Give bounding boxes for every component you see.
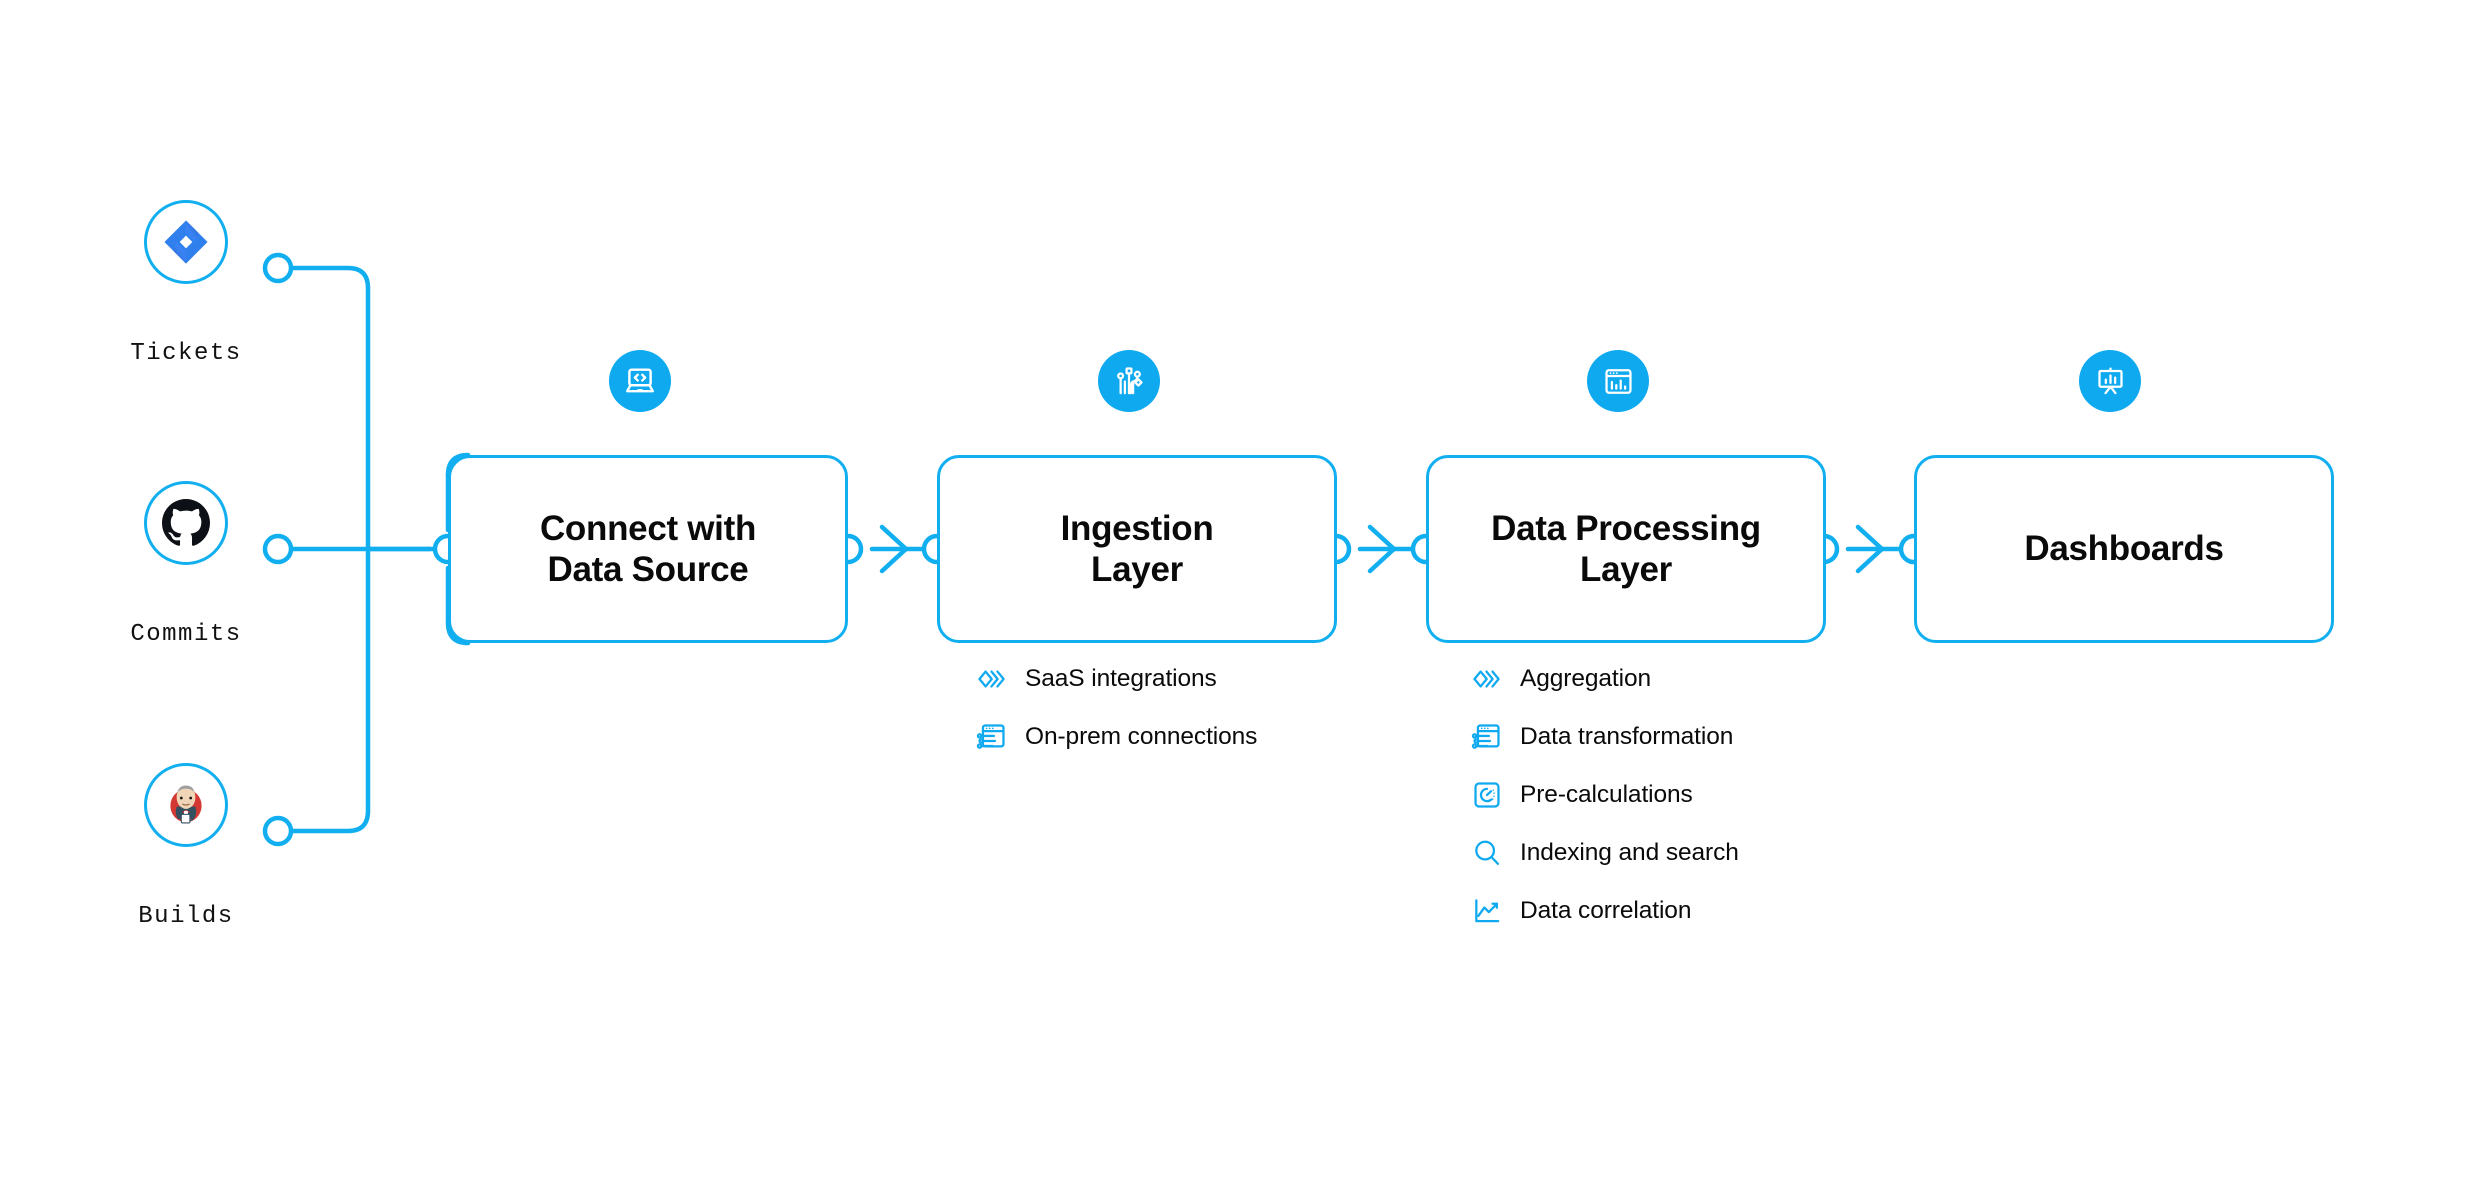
stage-badge-ingestion <box>1098 350 1160 412</box>
window-sliders-icon <box>1470 720 1504 754</box>
source-circle-tickets <box>144 200 228 284</box>
line-chart-icon <box>1470 894 1504 928</box>
stacked-chevrons-icon <box>1470 662 1504 696</box>
source-circle-builds <box>144 763 228 847</box>
feature-label: On-prem connections <box>1025 723 1258 750</box>
feature-label: Indexing and search <box>1520 839 1739 866</box>
feature-label: Aggregation <box>1520 665 1652 692</box>
window-barchart-icon <box>1604 368 1632 394</box>
feature-item: SaaS integrations <box>975 656 1257 702</box>
stage-title-ingestion: Ingestion Layer <box>1060 508 1214 589</box>
gauge-square-icon <box>1470 778 1504 812</box>
stage-box-connect[interactable]: Connect with Data Source <box>448 455 848 643</box>
stage-badge-connect <box>609 350 671 412</box>
jira-icon <box>164 220 208 264</box>
stage-badge-dashboards <box>2079 350 2141 412</box>
feature-item: Indexing and search <box>1470 830 1739 876</box>
stage-title-connect: Connect with Data Source <box>539 508 757 589</box>
feature-item: On-prem connections <box>975 714 1257 760</box>
stacked-chevrons-icon <box>975 662 1009 696</box>
stage-title-dashboards: Dashboards <box>2024 529 2224 569</box>
feature-item: Data transformation <box>1470 714 1739 760</box>
feature-label: Data transformation <box>1520 723 1734 750</box>
stage-badge-processing <box>1587 350 1649 412</box>
stage-title-processing: Data Processing Layer <box>1491 508 1761 589</box>
stage-box-dashboards[interactable]: Dashboards <box>1914 455 2334 643</box>
stage-box-ingestion[interactable]: Ingestion Layer <box>937 455 1337 643</box>
source-circle-commits <box>144 481 228 565</box>
feature-item: Data correlation <box>1470 888 1739 934</box>
feature-list-processing: Aggregation Data transformation <box>1470 656 1739 946</box>
window-sliders-icon <box>975 720 1009 754</box>
source-label-tickets: Tickets <box>130 340 242 367</box>
source-label-builds: Builds <box>138 903 234 930</box>
source-label-commits: Commits <box>130 621 242 648</box>
jenkins-icon <box>170 785 202 824</box>
laptop-code-icon <box>626 368 654 393</box>
magnifier-icon <box>1470 836 1504 870</box>
feature-item: Aggregation <box>1470 656 1739 702</box>
feature-list-ingestion: SaaS integrations On-prem connections <box>975 656 1257 772</box>
github-icon <box>162 499 210 546</box>
feature-item: Pre-calculations <box>1470 772 1739 818</box>
stage-box-processing[interactable]: Data Processing Layer <box>1426 455 1826 643</box>
circuit-nodes-icon <box>1117 367 1143 395</box>
feature-label: Pre-calculations <box>1520 781 1693 808</box>
feature-label: SaaS integrations <box>1025 665 1217 692</box>
presentation-chart-icon <box>2097 366 2123 394</box>
feature-label: Data correlation <box>1520 897 1692 924</box>
